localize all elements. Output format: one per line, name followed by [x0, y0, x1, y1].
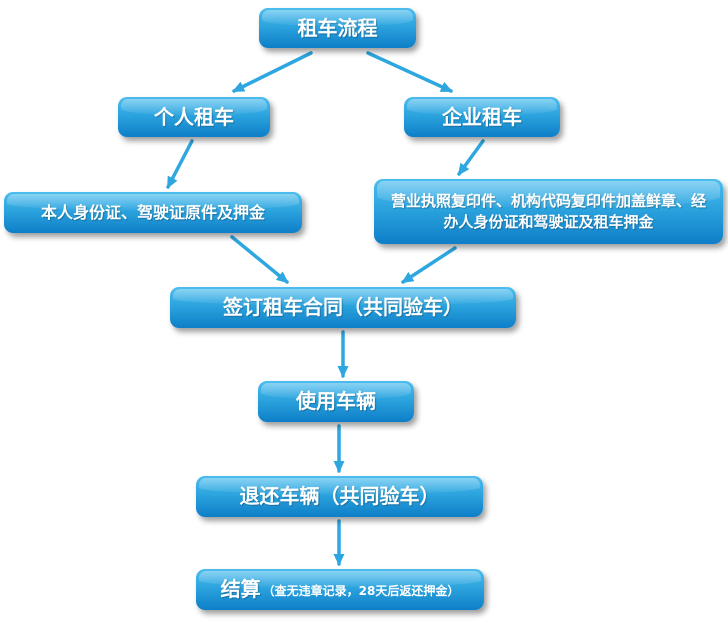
node-personal-rental: 个人租车 [118, 97, 270, 137]
node-enterprise-rental: 企业租车 [404, 97, 560, 137]
node-label: 使用车辆 [296, 389, 376, 413]
node-settlement-note: （查无违章记录，28天后返还押金） [262, 584, 460, 599]
arrow-enterprise-req-to-contract [401, 246, 457, 284]
node-label: 企业租车 [442, 104, 522, 129]
node-enterprise-requirements: 营业执照复印件、机构代码复印件加盖鲜章、经办人身份证和驾驶证及租车押金 [374, 179, 723, 244]
node-label: 本人身份证、驾驶证原件及押金 [40, 202, 265, 222]
node-rental-process-title: 租车流程 [259, 8, 416, 48]
node-label: 结算 [220, 577, 261, 601]
node-label: 租车流程 [297, 15, 378, 40]
node-label: 退还车辆（共同验车） [239, 484, 440, 508]
arrow-personal-to-req [166, 139, 194, 189]
node-use-vehicle: 使用车辆 [258, 381, 414, 422]
arrow-personal-req-to-contract [230, 235, 289, 284]
node-settlement: 结算（查无违章记录，28天后返还押金） [196, 569, 484, 610]
node-label: 签订租车合同（共同验车） [223, 295, 463, 319]
node-label: 营业执照复印件、机构代码复印件加盖鲜章、经办人身份证和驾驶证及租车押金 [390, 192, 706, 231]
node-label: 个人租车 [154, 104, 234, 129]
arrow-start-to-enterprise [366, 51, 453, 93]
node-return-vehicle: 退还车辆（共同验车） [196, 476, 483, 517]
arrow-enterprise-to-req [457, 139, 485, 176]
node-sign-contract: 签订租车合同（共同验车） [170, 287, 516, 328]
arrow-start-to-personal [232, 51, 313, 93]
node-personal-requirements: 本人身份证、驾驶证原件及押金 [4, 192, 302, 233]
